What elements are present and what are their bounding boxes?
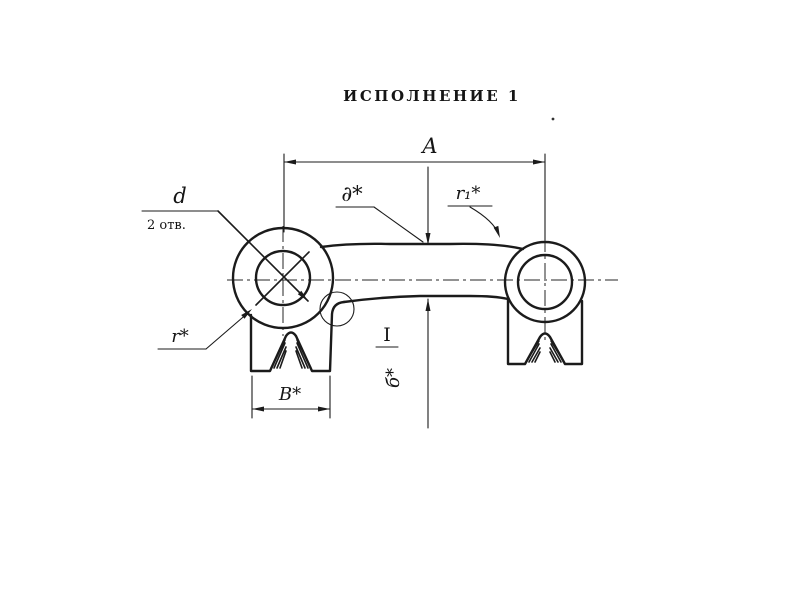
left-hole-cross xyxy=(255,251,310,306)
arrowhead xyxy=(297,290,308,301)
bar-bottom-edge xyxy=(342,294,510,304)
leg-hatch-right xyxy=(525,340,565,363)
leader-line xyxy=(205,311,250,350)
arrowhead xyxy=(318,406,330,412)
detail-label: I xyxy=(383,324,391,346)
left-boss-circle xyxy=(231,226,335,330)
cross-line xyxy=(255,251,310,306)
radius-r1-label: r₁* xyxy=(456,183,481,204)
hatch-lines xyxy=(525,340,541,363)
leg-hatch-left xyxy=(270,339,312,369)
drawing-title: ИСПОЛНЕНИЕ 1 xyxy=(343,87,521,105)
right-boss-circle xyxy=(503,240,587,324)
hatch-lines xyxy=(270,339,287,369)
part-outline xyxy=(231,226,587,373)
hatch-lines xyxy=(295,339,312,369)
leader-line xyxy=(373,206,424,243)
callout-d: d 2 отв. xyxy=(141,184,309,302)
hole-diameter-label: d xyxy=(173,184,186,208)
radius-r-label: r* xyxy=(171,326,189,347)
callout-r1: r₁* xyxy=(447,183,500,238)
arrowhead xyxy=(533,159,545,165)
thickness-label: ∂* xyxy=(341,182,363,206)
detail-callout: I xyxy=(319,291,399,348)
bar-height-label: б* xyxy=(383,368,404,388)
width-b-label: В* xyxy=(278,384,301,405)
dimension-bar-height: ∂* б* xyxy=(335,166,431,429)
right-hole-circle xyxy=(516,253,574,311)
arrowhead xyxy=(493,225,500,238)
leader-line xyxy=(469,206,500,236)
bar-top-edge xyxy=(319,242,525,251)
detail-circle xyxy=(319,291,355,327)
leader-line xyxy=(217,210,309,302)
arrowhead xyxy=(425,233,431,245)
arrowhead xyxy=(241,309,252,319)
hole-count-label: 2 отв. xyxy=(147,218,186,233)
callout-r: r* xyxy=(157,309,252,350)
arrowhead xyxy=(252,406,264,412)
hatch-lines xyxy=(549,340,565,363)
stray-dot xyxy=(551,117,555,121)
left-legs-outline xyxy=(249,300,346,373)
arrowhead xyxy=(284,159,296,165)
arrowhead xyxy=(425,299,431,311)
dim-a-label: A xyxy=(420,134,437,158)
dimension-a: A xyxy=(283,134,546,241)
left-hole-circle xyxy=(254,249,312,307)
dimension-b-width: В* xyxy=(251,375,331,419)
